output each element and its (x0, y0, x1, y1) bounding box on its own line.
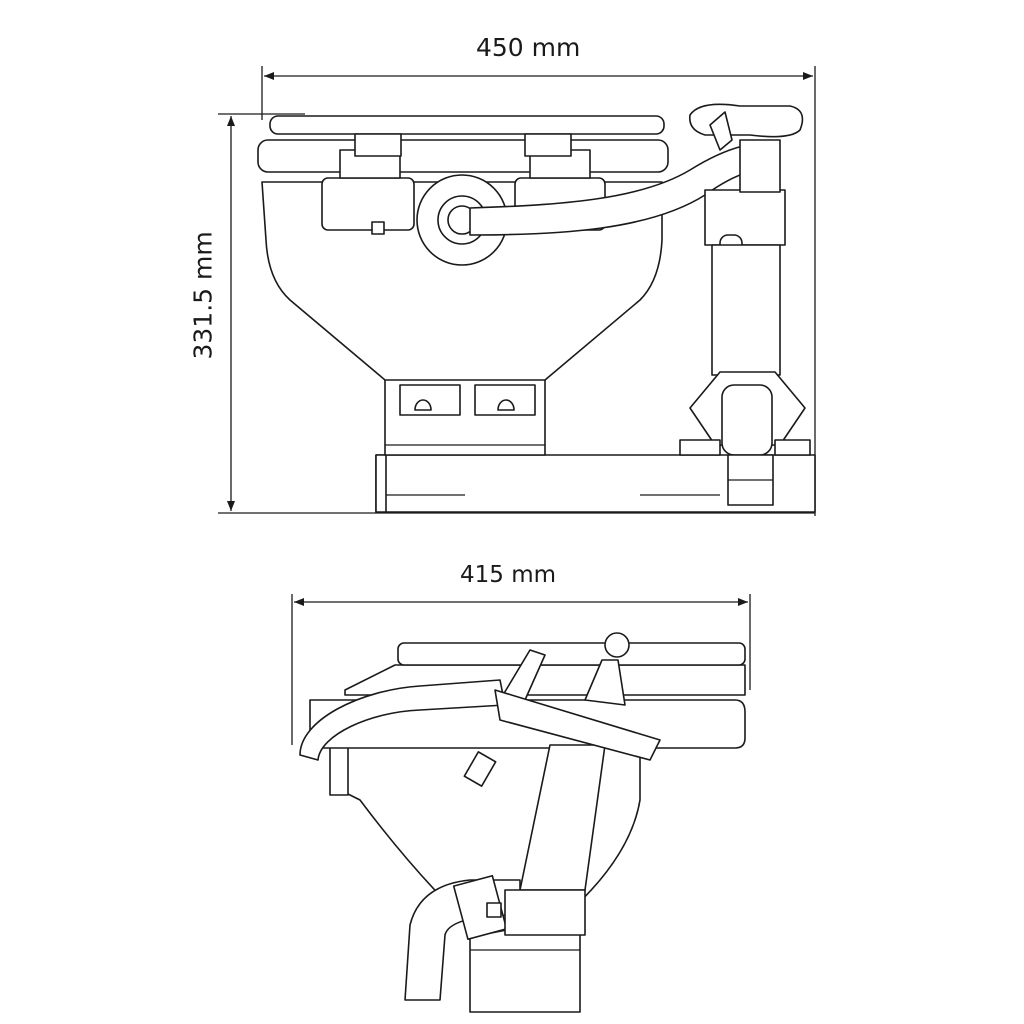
front-view-toilet (257, 103, 816, 513)
side-width-label: 415 mm (460, 562, 557, 588)
front-width-label: 450 mm (476, 33, 581, 62)
front-height-label: 331.5 mm (188, 231, 218, 360)
side-view-toilet (299, 632, 746, 1013)
front-width-dimension (261, 66, 816, 516)
side-width-dimension (291, 594, 751, 745)
front-height-dimension (218, 113, 815, 514)
